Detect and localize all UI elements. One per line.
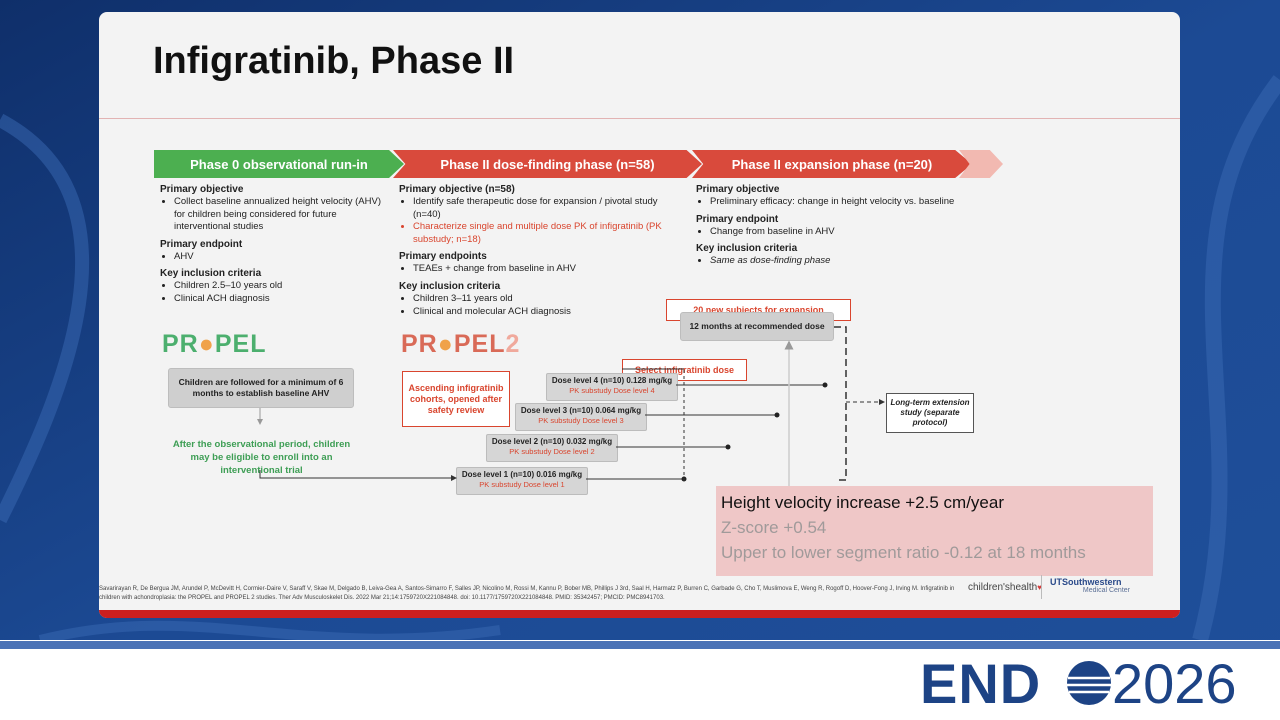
endo-logo-text: END — [920, 652, 1042, 715]
pk-label: PK substudy Dose level 2 — [509, 447, 595, 456]
bullet: TEAEs + change from baseline in AHV — [413, 263, 669, 276]
bullet: AHV — [174, 251, 385, 264]
after-observation-text: After the observational period, children… — [172, 439, 351, 476]
heading: Primary objective — [696, 184, 780, 195]
heart-icon: ♥ — [1037, 583, 1042, 592]
bullet: Identify safe therapeutic dose for expan… — [413, 196, 669, 221]
ascending-cohorts-box: Ascending infigratinib cohorts, opened a… — [402, 371, 510, 427]
dose2-dot — [725, 444, 731, 450]
heading: Key inclusion criteria — [696, 243, 798, 255]
heading: Primary objective — [160, 184, 244, 195]
logo-text: PR — [401, 330, 438, 358]
dose-level-2-box: Dose level 2 (n=10) 0.032 mg/kg PK subst… — [486, 434, 618, 462]
bullet: Characterize single and multiple dose PK… — [413, 221, 669, 246]
childrens-health-logo: children'shealth♥ — [968, 582, 1042, 593]
dose-level-4-box: Dose level 4 (n=10) 0.128 mg/kg PK subst… — [546, 373, 678, 401]
heading: Primary endpoint — [160, 238, 243, 250]
logo-text: PR — [162, 330, 199, 358]
dose-level-3-box: Dose level 3 (n=10) 0.064 mg/kg PK subst… — [515, 403, 647, 431]
phase-0-details: Primary objective Collect baseline annua… — [160, 183, 385, 310]
title-divider — [99, 118, 1180, 119]
dose-level-1-box: Dose level 1 (n=10) 0.016 mg/kg PK subst… — [456, 467, 588, 495]
pk-label: PK substudy Dose level 4 — [569, 386, 655, 395]
logo-text: children'shealth — [968, 582, 1038, 593]
bullet: Collect baseline annualized height veloc… — [174, 196, 385, 234]
result-height-velocity: Height velocity increase +2.5 cm/year — [721, 493, 1004, 512]
heading: Primary objective (n=58) — [399, 184, 515, 195]
endo-year: 2026 — [1112, 652, 1237, 715]
dose4-dot — [822, 382, 828, 388]
result-segment-ratio: Upper to lower segment ratio -0.12 at 18… — [721, 543, 1086, 562]
dose-label: Dose level 4 (n=10) 0.128 mg/kg — [551, 376, 673, 385]
heading: Primary endpoints — [399, 251, 487, 263]
propel-logo: PR●PEL — [162, 330, 266, 359]
heading: Key inclusion criteria — [160, 268, 262, 280]
pk-label: PK substudy Dose level 3 — [538, 416, 624, 425]
bullet: Change from baseline in AHV — [710, 226, 996, 239]
logo-text: PEL — [453, 330, 506, 358]
logo-text: 2 — [505, 330, 521, 358]
heading: Key inclusion criteria — [399, 280, 501, 292]
followed-box: Children are followed for a minimum of 6… — [168, 368, 354, 408]
utsw-name: UTSouthwestern — [1050, 577, 1122, 587]
result-z-score: Z-score +0.54 — [721, 518, 827, 537]
slide: Infigratinib, Phase II Phase 0 observati… — [99, 12, 1180, 618]
slide-bottom-bar — [99, 610, 1180, 618]
logo-divider — [1041, 575, 1042, 599]
dose-label: Dose level 3 (n=10) 0.064 mg/kg — [520, 406, 642, 415]
balloon-icon: ● — [198, 330, 215, 358]
footer-stripe — [0, 641, 1280, 649]
pk-label: PK substudy Dose level 1 — [479, 480, 565, 489]
slide-title: Infigratinib, Phase II — [153, 40, 515, 82]
dose-label: Dose level 2 (n=10) 0.032 mg/kg — [491, 437, 613, 446]
propel2-logo: PR●PEL2 — [401, 330, 520, 359]
dose3-dot — [774, 412, 780, 418]
bullet: Clinical ACH diagnosis — [174, 293, 385, 306]
dose1-dot — [681, 476, 687, 482]
dose-label: Dose level 1 (n=10) 0.016 mg/kg — [461, 470, 583, 479]
bullet: Children 2.5–10 years old — [174, 280, 385, 293]
globe-icon — [1067, 661, 1111, 705]
ut-southwestern-logo: UTSouthwestern Medical Center — [1050, 577, 1130, 594]
expansion-details: Primary objective Preliminary efficacy: … — [696, 183, 996, 272]
bullet: Children 3–11 years old — [413, 293, 669, 306]
logo-text: PEL — [214, 330, 267, 358]
footer — [0, 640, 1280, 720]
twelve-months-box: 12 months at recommended dose — [680, 312, 834, 341]
results-box: Height velocity increase +2.5 cm/year Z-… — [716, 486, 1153, 576]
expansion-bracket — [834, 326, 847, 481]
utsw-subtitle: Medical Center — [1082, 587, 1130, 594]
balloon-icon: ● — [437, 330, 454, 358]
citation: Savarirayan R, De Bergua JM, Arundel P, … — [99, 586, 955, 601]
bullet: Clinical and molecular ACH diagnosis — [413, 306, 669, 319]
bullet: Preliminary efficacy: change in height v… — [710, 196, 996, 209]
heading: Primary endpoint — [696, 213, 779, 225]
dose-finding-details: Primary objective (n=58) Identify safe t… — [399, 183, 669, 322]
long-term-extension-box: Long-term extension study (separate prot… — [886, 393, 974, 433]
phase-2-dose-finding-banner: Phase II dose-finding phase (n=58) — [393, 150, 702, 178]
bullet: Same as dose-finding phase — [710, 255, 996, 268]
phase-2-expansion-banner: Phase II expansion phase (n=20) — [692, 150, 972, 178]
phase-0-banner: Phase 0 observational run-in — [154, 150, 404, 178]
